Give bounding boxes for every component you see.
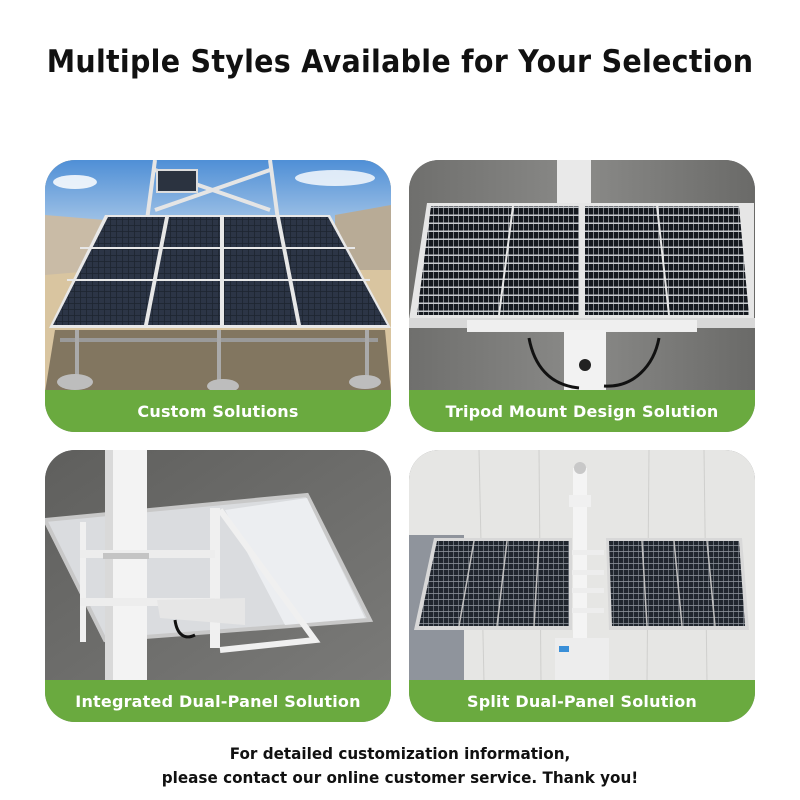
product-card-tripod-mount[interactable]: Tripod Mount Design Solution (409, 160, 755, 432)
card-label: Integrated Dual-Panel Solution (45, 680, 391, 722)
contact-note: For detailed customization information, … (0, 742, 800, 790)
product-card-split-dual-panel[interactable]: Split Dual-Panel Solution (409, 450, 755, 722)
contact-note-line-1: For detailed customization information, (229, 744, 571, 763)
product-card-integrated-dual-panel[interactable]: Integrated Dual-Panel Solution (45, 450, 391, 722)
card-label: Tripod Mount Design Solution (409, 390, 755, 432)
split-panels-pole-photo (409, 450, 755, 682)
ground-mounted-solar-array-photo (45, 160, 391, 392)
dual-panel-pole-mount-photo (409, 160, 755, 392)
pole-bracket-panel-rear-photo (45, 450, 391, 682)
page-title: Multiple Styles Available for Your Selec… (46, 44, 754, 80)
card-label: Custom Solutions (45, 390, 391, 432)
product-card-custom-solutions[interactable]: Custom Solutions (45, 160, 391, 432)
card-label: Split Dual-Panel Solution (409, 680, 755, 722)
contact-note-line-2: please contact our online customer servi… (161, 768, 639, 787)
